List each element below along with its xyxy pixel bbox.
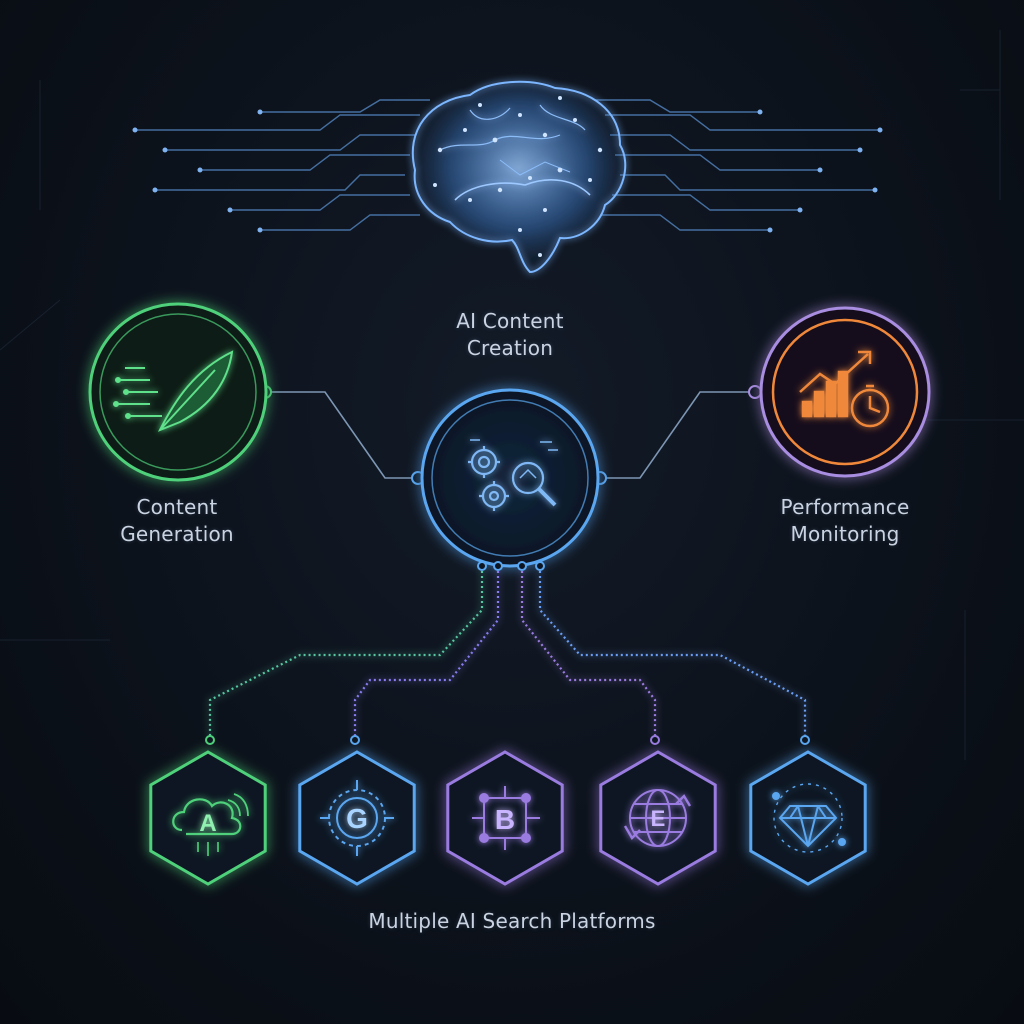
gear-g-icon [320,780,394,856]
platform-hex-a [149,750,267,886]
network-b-icon [472,786,540,850]
platform-hex-b [446,750,564,886]
brain-neurons [433,96,603,257]
chart-stopwatch-icon [799,350,890,428]
performance-monitoring-line2: Monitoring [790,522,900,546]
center-title-line1: AI Content [456,309,564,333]
content-generation-line1: Content [136,495,218,519]
content-generation-label: Content Generation [92,494,262,548]
content-generation-node [88,302,268,482]
diamond-icon [772,783,846,853]
platform-hex-g [298,750,416,886]
performance-monitoring-line1: Performance [780,495,910,519]
brain-circuit-traces [135,99,880,231]
platform-connector-dots [205,561,810,745]
platform-letters: A G B E [199,803,665,837]
globe-e-icon [623,789,692,847]
feather-quill-icon [113,350,234,432]
platforms-caption: Multiple AI Search Platforms [368,909,656,933]
hub-node [420,388,600,568]
platform-letter-b: B [495,804,515,835]
neural-brain-icon [411,80,627,274]
center-title: AI Content Creation [430,308,590,362]
brain-circuit-nodes [132,109,883,233]
center-title-line2: Creation [466,336,554,360]
content-generation-line2: Generation [120,522,234,546]
platform-letter-g: G [346,803,368,834]
gears-magnifier-icon [468,439,558,511]
cloud-icon [172,793,249,856]
performance-monitoring-label: Performance Monitoring [755,494,935,548]
platform-connectors [208,566,807,740]
platform-letter-a: A [199,810,216,837]
hub-connectors [265,391,755,479]
platform-letter-e: E [651,806,666,831]
